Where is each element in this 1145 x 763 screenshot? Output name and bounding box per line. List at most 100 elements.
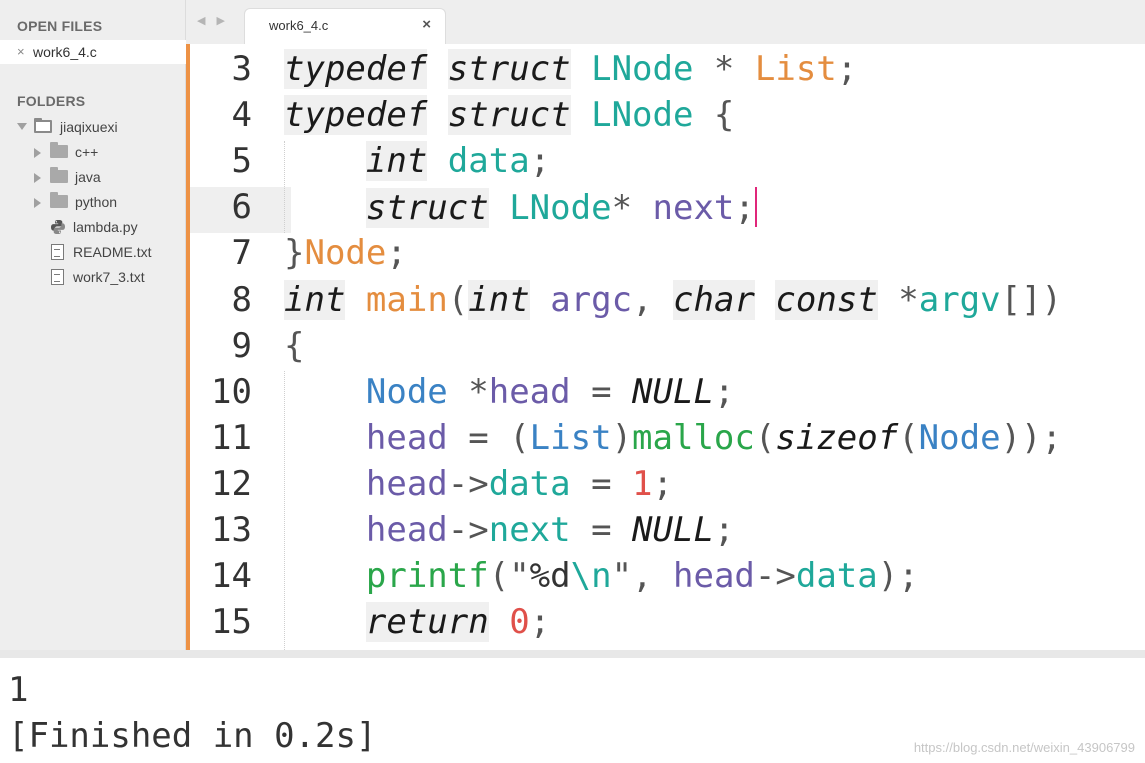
code-token: printf xyxy=(365,556,489,596)
code-line[interactable]: head->data = 1; xyxy=(284,464,673,504)
line-number: 14 xyxy=(211,556,252,596)
code-token xyxy=(427,95,447,135)
code-token: { xyxy=(693,95,735,135)
code-token: ; xyxy=(386,233,407,273)
code-line[interactable]: typedef struct LNode * List; xyxy=(284,49,857,89)
code-token: \n xyxy=(570,556,612,596)
code-token: const xyxy=(775,280,878,320)
python-file-icon xyxy=(51,220,65,234)
code-token: head xyxy=(488,372,571,412)
line-number: 11 xyxy=(211,418,252,458)
code-token: ; xyxy=(836,49,858,89)
code-token xyxy=(427,141,447,181)
code-token: ; xyxy=(529,602,551,642)
current-line-highlight xyxy=(190,187,291,233)
code-line[interactable]: printf("%d\n", head->data); xyxy=(284,556,919,596)
code-line[interactable]: Node *head = NULL; xyxy=(284,372,735,412)
output-line: [Finished in 0.2s] xyxy=(8,716,377,756)
text-file-icon xyxy=(51,244,64,260)
chevron-right-icon[interactable] xyxy=(34,198,41,208)
code-line[interactable]: int data; xyxy=(284,141,550,181)
code-token: NULL xyxy=(632,510,714,550)
code-token: } xyxy=(284,233,305,273)
line-number: 3 xyxy=(231,49,252,89)
build-output-panel[interactable]: 1 [Finished in 0.2s] https://blog.csdn.n… xyxy=(0,650,1145,763)
code-token: , xyxy=(632,280,674,320)
code-token xyxy=(427,49,447,89)
code-token: ( xyxy=(898,418,919,458)
code-token: = xyxy=(570,510,633,550)
folder-item-python[interactable]: python xyxy=(0,192,186,214)
code-token: ; xyxy=(713,372,735,412)
code-line[interactable]: return 0; xyxy=(284,602,550,642)
code-line[interactable]: }Node; xyxy=(284,233,407,273)
close-icon[interactable]: × xyxy=(422,16,431,33)
chevron-down-icon[interactable] xyxy=(17,123,27,130)
code-line[interactable]: typedef struct LNode { xyxy=(284,95,734,135)
open-files-title: OPEN FILES xyxy=(17,18,103,34)
code-token: typedef xyxy=(284,95,428,135)
code-token xyxy=(284,464,366,504)
code-token: char xyxy=(673,280,755,320)
folder-item-cpp[interactable]: c++ xyxy=(0,142,186,164)
code-token xyxy=(345,280,365,320)
code-token: Node xyxy=(918,418,1001,458)
line-number: 5 xyxy=(231,141,252,181)
code-token: main xyxy=(365,280,448,320)
code-token: -> xyxy=(754,556,796,596)
indent-guide xyxy=(284,141,285,233)
code-token: 1 xyxy=(632,464,653,504)
file-item-work7[interactable]: work7_3.txt xyxy=(0,267,186,289)
code-token: (" xyxy=(488,556,530,596)
code-token: %d xyxy=(529,556,571,596)
code-token: -> xyxy=(447,510,489,550)
file-item-lambda[interactable]: lambda.py xyxy=(0,217,186,239)
code-token: malloc xyxy=(632,418,755,458)
code-line[interactable]: head = (List)malloc(sizeof(Node)); xyxy=(284,418,1062,458)
line-number: 6 xyxy=(231,187,252,227)
file-label: README.txt xyxy=(73,244,152,260)
code-token: ; xyxy=(529,141,551,181)
code-token xyxy=(284,188,366,228)
code-token: int xyxy=(284,280,346,320)
folder-item-java[interactable]: java xyxy=(0,167,186,189)
indent-guide xyxy=(284,371,285,650)
code-token: = xyxy=(570,464,633,504)
code-token: next xyxy=(652,188,735,228)
chevron-right-icon[interactable] xyxy=(34,148,41,158)
code-token: struct xyxy=(447,95,571,135)
chevron-right-icon[interactable] xyxy=(34,173,41,183)
code-token xyxy=(755,280,775,320)
code-line[interactable]: int main(int argc, char const *argv[]) xyxy=(284,280,1062,320)
code-token xyxy=(284,372,366,412)
tab-nav-arrows[interactable]: ◀ ▶ xyxy=(197,15,229,27)
code-token xyxy=(489,602,509,642)
code-token: ) xyxy=(611,418,633,458)
code-line[interactable]: head->next = NULL; xyxy=(284,510,735,550)
tab-work6-4-c[interactable]: work6_4.c × xyxy=(244,8,446,44)
open-file-item[interactable]: × work6_4.c xyxy=(0,40,186,64)
code-token: typedef xyxy=(284,49,428,89)
code-token: data xyxy=(795,556,878,596)
folder-label: c++ xyxy=(75,144,99,160)
code-token: int xyxy=(365,141,428,181)
code-token: List xyxy=(754,49,837,89)
code-token: head xyxy=(365,418,448,458)
folder-root[interactable]: jiaqixuexi xyxy=(0,117,186,139)
code-token: struct xyxy=(447,49,571,89)
close-icon[interactable]: × xyxy=(17,44,25,59)
code-token: = ( xyxy=(447,418,530,458)
code-token: -> xyxy=(447,464,489,504)
code-line[interactable]: struct LNode* next; xyxy=(284,187,757,228)
folder-open-icon xyxy=(34,118,52,133)
code-token: ; xyxy=(734,188,755,228)
code-token: ( xyxy=(754,418,776,458)
code-token: )); xyxy=(1000,418,1062,458)
code-token: head xyxy=(365,464,448,504)
file-item-readme[interactable]: README.txt xyxy=(0,242,186,264)
code-line[interactable]: { xyxy=(284,326,304,366)
folder-label: java xyxy=(75,169,101,185)
code-token: []) xyxy=(1000,280,1063,320)
line-number: 12 xyxy=(211,464,252,504)
